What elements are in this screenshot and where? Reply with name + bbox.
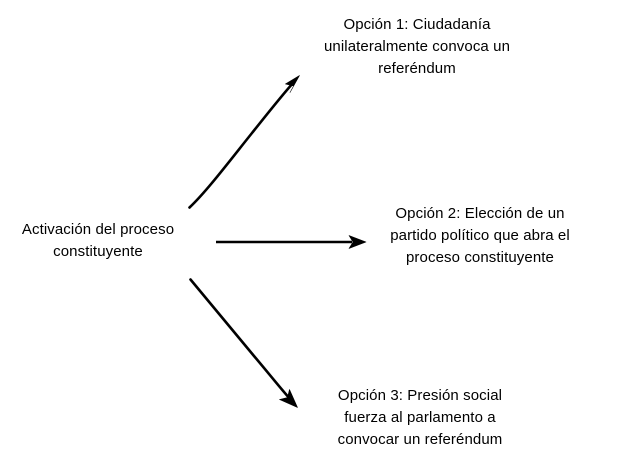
arrow-to-option-1	[188, 75, 300, 209]
option-1-node-label: Opción 1: Ciudadanía unilateralmente con…	[323, 16, 511, 77]
option-2-node-label: Opción 2: Elección de un partido polític…	[390, 205, 570, 266]
source-node-label: Activación del proceso constituyente	[21, 221, 175, 260]
arrow-to-option-2	[216, 235, 367, 249]
option-3-node-label: Opción 3: Presión social fuerza al parla…	[337, 387, 503, 448]
arrow-to-option-3	[189, 278, 298, 408]
